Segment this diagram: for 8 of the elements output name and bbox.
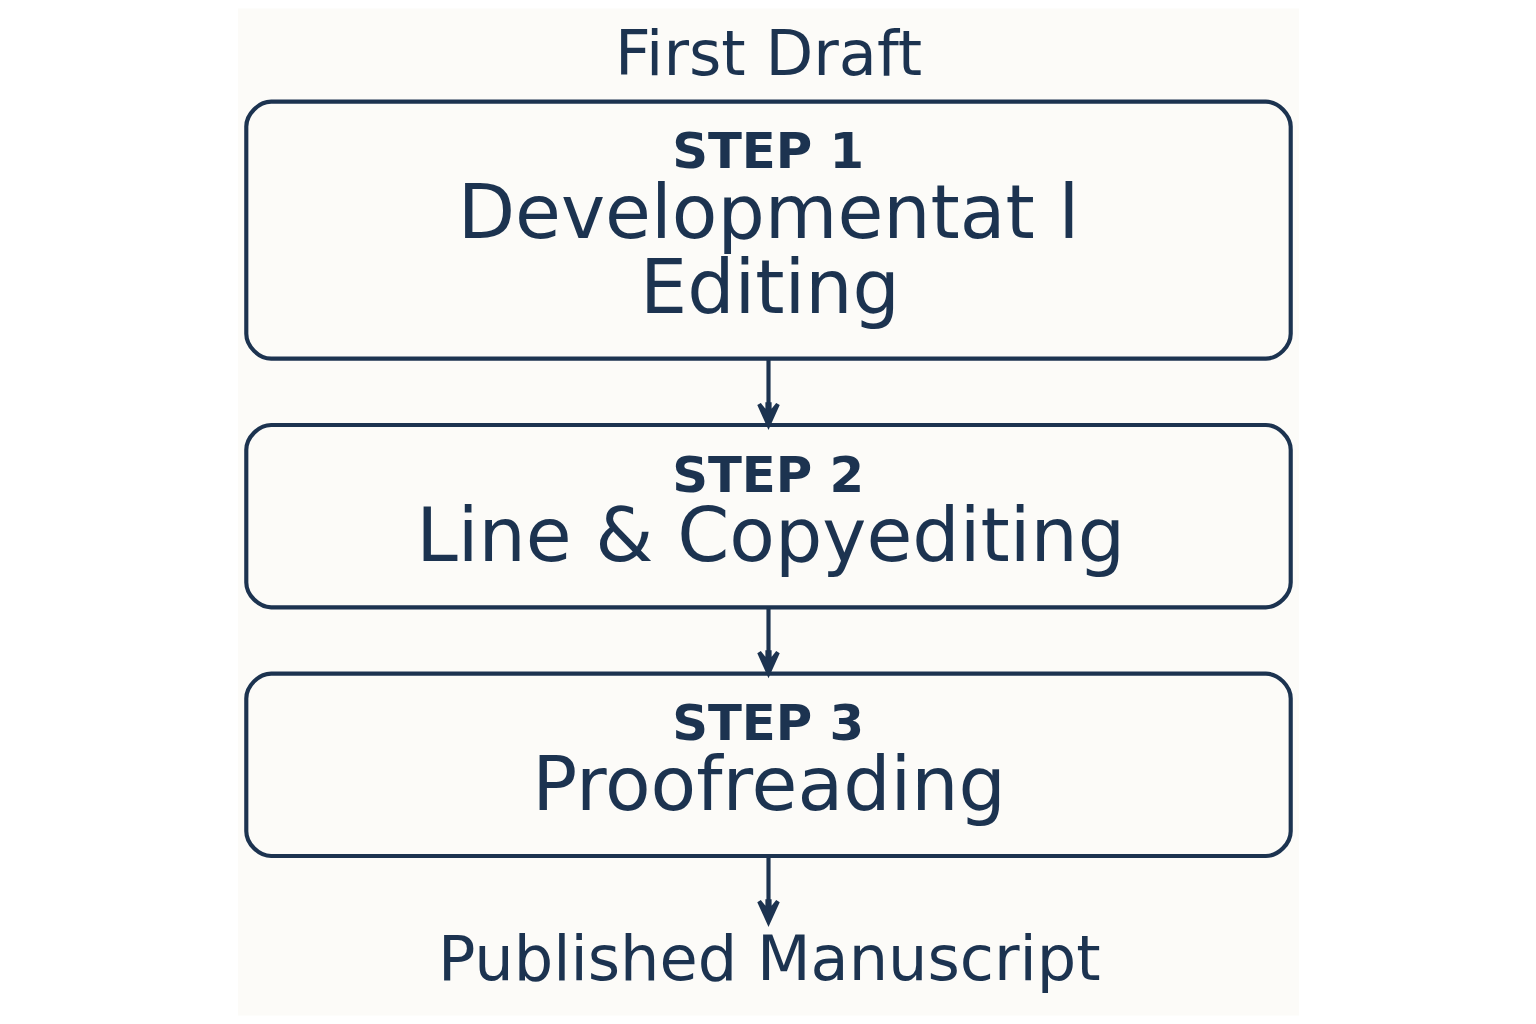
arrow [756,607,780,676]
node-box: STEP 3 Proofreading [243,671,1293,859]
diagram-title: First Draft [614,16,922,90]
node-box: STEP 2 Line & Copyediting [243,422,1293,610]
node-box: STEP 1 Developmentat l Editing [243,99,1293,361]
arrow [756,359,780,427]
node-text: Published Manuscript [437,922,1101,996]
arrow [756,856,780,925]
